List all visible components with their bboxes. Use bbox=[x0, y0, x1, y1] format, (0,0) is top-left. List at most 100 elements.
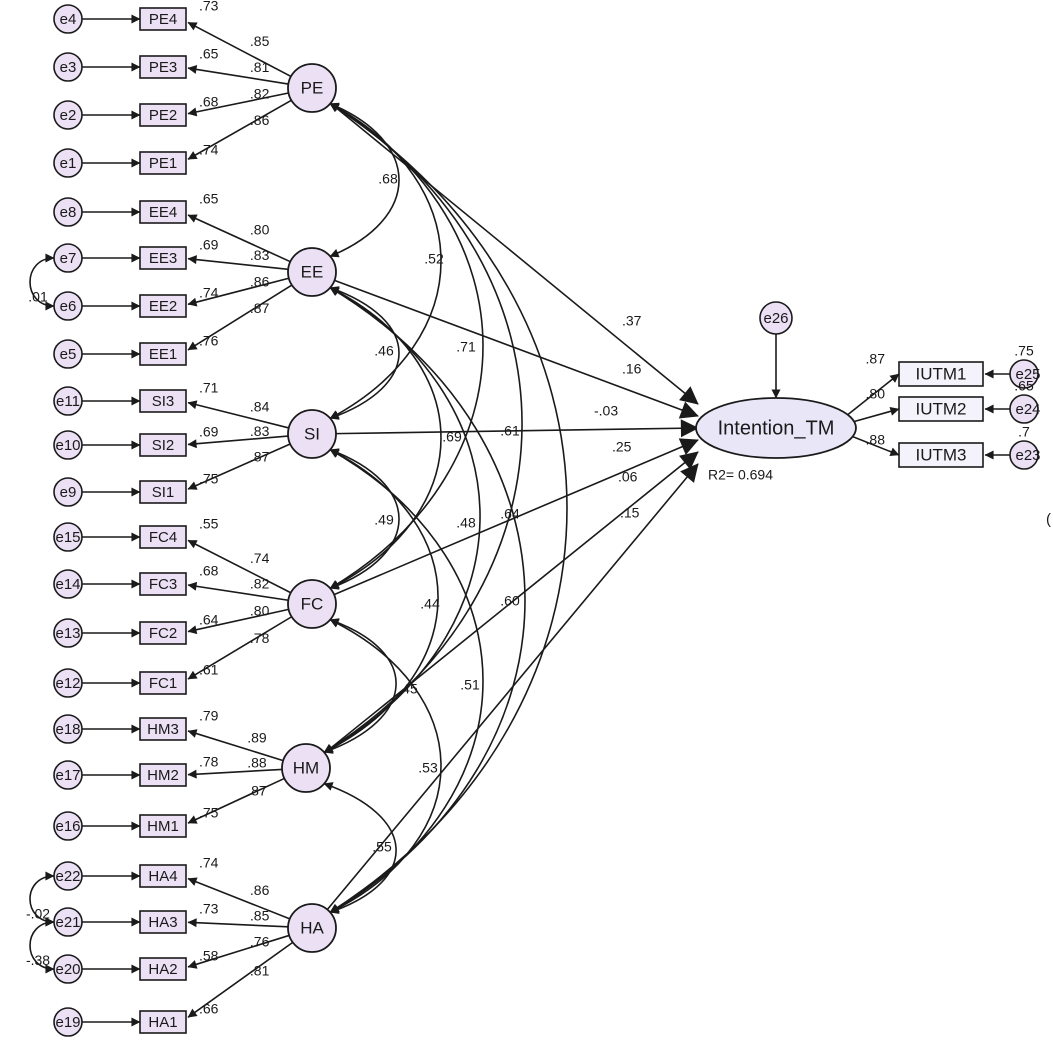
outcome-loading-coef: .88 bbox=[866, 432, 886, 448]
indicator-box bbox=[139, 814, 187, 838]
loading-arrow bbox=[187, 443, 291, 490]
indicator-label: HM2 bbox=[147, 767, 179, 784]
error-label: e20 bbox=[55, 961, 80, 978]
correlation-curve bbox=[329, 102, 568, 914]
outcome-indicator-r2: .65 bbox=[1014, 378, 1034, 394]
correlation-value: .68 bbox=[378, 171, 398, 187]
error-label: e16 bbox=[55, 818, 80, 835]
loading-arrow bbox=[187, 581, 289, 602]
correlation-value: .60 bbox=[500, 593, 520, 609]
loading-coef: .81 bbox=[250, 962, 270, 978]
path-coef: .15 bbox=[620, 505, 640, 521]
loading-arrow bbox=[187, 941, 294, 1018]
outcome-indicator-label: IUTM1 bbox=[916, 364, 967, 383]
indicator-label: HM1 bbox=[147, 818, 179, 835]
loading-coef: .89 bbox=[247, 729, 267, 745]
indicator-label: FC4 bbox=[149, 529, 177, 546]
indicator-box bbox=[139, 910, 187, 934]
indicator-r2: .73 bbox=[199, 0, 219, 14]
error-covariance-value: -.38 bbox=[26, 952, 50, 968]
indicator-label: FC1 bbox=[149, 675, 177, 692]
indicator-box bbox=[139, 433, 187, 457]
indicator-box bbox=[139, 103, 187, 127]
loading-coef: .87 bbox=[250, 300, 270, 316]
indicator-box bbox=[139, 389, 187, 413]
outcome-loading-arrow bbox=[847, 434, 900, 457]
structural-path bbox=[335, 419, 699, 438]
indicator-box bbox=[139, 671, 187, 695]
loading-coef: .83 bbox=[250, 247, 270, 263]
error-node bbox=[53, 618, 83, 648]
indicator-label: PE3 bbox=[149, 59, 177, 76]
loading-arrow bbox=[187, 277, 290, 307]
loading-arrow bbox=[187, 608, 289, 635]
indicator-label: EE1 bbox=[149, 346, 177, 363]
indicator-r2: .74 bbox=[199, 142, 219, 158]
outcome-indicator-error-node bbox=[1009, 359, 1039, 389]
indicator-label: PE4 bbox=[149, 11, 177, 28]
error-node bbox=[53, 148, 83, 178]
correlation-value: .52 bbox=[424, 251, 444, 267]
indicator-r2: .58 bbox=[199, 948, 219, 964]
loading-arrow bbox=[187, 934, 290, 969]
outcome-indicator-error-label: e23 bbox=[1015, 447, 1040, 464]
indicator-label: SI3 bbox=[152, 393, 175, 410]
correlation-curve bbox=[323, 618, 397, 754]
outcome-indicator-label: IUTM2 bbox=[916, 399, 967, 418]
correlation-value: .45 bbox=[398, 681, 418, 697]
indicator-r2: .66 bbox=[199, 1001, 219, 1017]
error-node bbox=[53, 811, 83, 841]
correlation-value: .55 bbox=[372, 839, 392, 855]
path-coef: .25 bbox=[612, 439, 632, 455]
correlation-value: .53 bbox=[418, 760, 438, 776]
indicator-label: PE1 bbox=[149, 155, 177, 172]
indicator-label: EE3 bbox=[149, 250, 177, 267]
indicator-box bbox=[139, 1010, 187, 1034]
loading-coef: .81 bbox=[250, 59, 270, 75]
indicator-r2: .74 bbox=[199, 285, 219, 301]
outcome-indicator-error-node bbox=[1009, 440, 1039, 470]
structural-path bbox=[333, 438, 699, 596]
loading-arrow bbox=[187, 768, 283, 779]
error-node bbox=[53, 197, 83, 227]
error-node bbox=[53, 714, 83, 744]
indicator-label: PE2 bbox=[149, 107, 177, 124]
indicator-label: SI2 bbox=[152, 437, 175, 454]
error-node bbox=[53, 291, 83, 321]
correlation-value: .61 bbox=[500, 423, 520, 439]
indicator-r2: .65 bbox=[199, 46, 219, 62]
loading-arrow bbox=[187, 255, 289, 271]
label-layer: PE4e4.73.85PE3e3.65.81PE2e2.68.82PE1e1.7… bbox=[26, 0, 1051, 1031]
error-label: e22 bbox=[55, 868, 80, 885]
loading-coef: .74 bbox=[250, 550, 270, 566]
loading-arrow bbox=[187, 616, 293, 680]
indicator-box bbox=[139, 342, 187, 366]
latent-label: PE bbox=[301, 78, 324, 97]
loading-arrow bbox=[187, 435, 289, 449]
indicator-box bbox=[139, 957, 187, 981]
loading-arrow bbox=[187, 729, 284, 762]
indicator-r2: .73 bbox=[199, 901, 219, 917]
loading-coef: .86 bbox=[250, 112, 270, 128]
outcome-error-label: e26 bbox=[763, 310, 788, 327]
indicator-r2: .79 bbox=[199, 708, 219, 724]
indicator-box bbox=[139, 864, 187, 888]
indicator-r2: .75 bbox=[199, 471, 219, 487]
outcome-loading-coef: .87 bbox=[866, 351, 886, 367]
error-node bbox=[53, 569, 83, 599]
correlation-curve bbox=[329, 286, 442, 590]
correlation-curve bbox=[329, 448, 400, 590]
error-label: e18 bbox=[55, 721, 80, 738]
indicator-box bbox=[139, 7, 187, 31]
indicator-label: FC3 bbox=[149, 576, 177, 593]
indicator-r2: .76 bbox=[199, 333, 219, 349]
indicator-box bbox=[139, 572, 187, 596]
loading-coef: .85 bbox=[250, 907, 270, 923]
outcome-indicator-box bbox=[898, 396, 984, 422]
error-node bbox=[53, 760, 83, 790]
loading-coef: .80 bbox=[250, 603, 270, 619]
error-label: e5 bbox=[60, 346, 77, 363]
correlation-value: .51 bbox=[460, 677, 480, 693]
indicator-box bbox=[139, 200, 187, 224]
latent-node bbox=[287, 247, 337, 297]
